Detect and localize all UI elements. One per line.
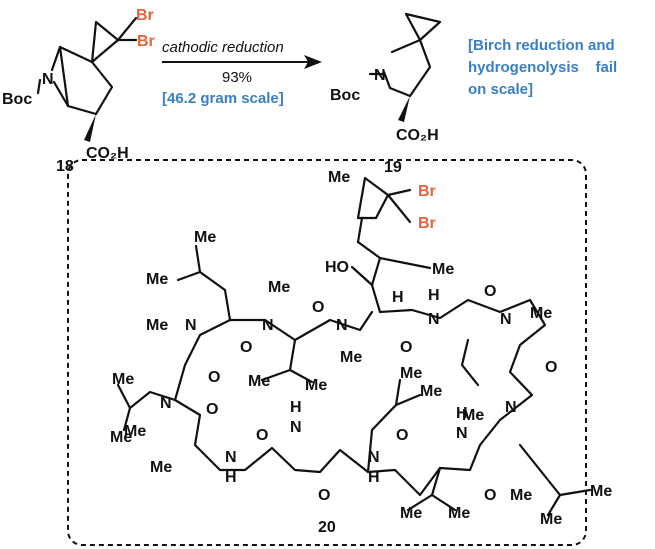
note-line-2: hydrogenolysis fail <box>468 59 617 76</box>
methyl-label: Me <box>305 377 327 394</box>
hydrogen-label: H <box>225 469 237 486</box>
methyl-label: Me <box>530 305 552 322</box>
methyl-label: Me <box>340 349 362 366</box>
methyl-label: Me <box>110 429 132 446</box>
boc-label: Boc <box>2 91 32 108</box>
nitrogen-label: N <box>456 425 468 442</box>
oxygen-label: O <box>318 487 330 504</box>
nitrogen-label: N <box>500 311 512 328</box>
methyl-label: Me <box>146 317 168 334</box>
methyl-label: Me <box>400 505 422 522</box>
hydrogen-label: H <box>428 287 440 304</box>
dashed-frame <box>67 159 587 546</box>
oxygen-label: O <box>312 299 324 316</box>
methyl-label: Me <box>146 271 168 288</box>
nitrogen-label: N <box>225 449 237 466</box>
note-line-1: [Birch reduction and <box>468 37 615 54</box>
nitrogen-label: N <box>160 395 172 412</box>
oxygen-label: O <box>545 359 557 376</box>
hydrogen-label: H <box>290 399 302 416</box>
nitrogen-label: N <box>336 317 348 334</box>
compound-label-18: 18 <box>56 158 74 175</box>
oxygen-label: O <box>256 427 268 444</box>
oxygen-label: O <box>206 401 218 418</box>
yield-text: 93% <box>222 69 252 86</box>
oxygen-label: O <box>400 339 412 356</box>
methyl-label: Me <box>112 371 134 388</box>
methyl-label: Me <box>540 511 562 528</box>
bromine-label-2: Br <box>137 33 155 50</box>
condition-text: cathodic reduction <box>162 39 284 56</box>
oxygen-label: O <box>484 487 496 504</box>
nitrogen-label: N <box>290 419 302 436</box>
methyl-label: Me <box>194 229 216 246</box>
nitrogen-label: N <box>505 399 517 416</box>
methyl-label: Me <box>268 279 290 296</box>
methyl-label: Me <box>432 261 454 278</box>
oxygen-label: O <box>396 427 408 444</box>
oxygen-label: O <box>208 369 220 386</box>
note-block: [Birch reduction and hydrogenolysis fail… <box>468 37 617 98</box>
acid-label: CO₂H <box>86 145 129 162</box>
nitrogen-label: N <box>42 71 54 88</box>
methyl-label: Me <box>400 365 422 382</box>
methyl-label: Me <box>462 407 484 424</box>
methyl-label: Me <box>420 383 442 400</box>
compound-label-20: 20 <box>318 519 336 536</box>
oxygen-label: O <box>240 339 252 356</box>
nitrogen-label: N <box>262 317 274 334</box>
methyl-label: Me <box>590 483 612 500</box>
bromine-label-1: Br <box>136 7 154 24</box>
reaction-arrow-group: cathodic reduction 93% [46.2 gram scale] <box>162 39 322 107</box>
methyl-label: Me <box>328 169 350 186</box>
hydroxyl-label: HO <box>325 259 349 276</box>
nitrogen-label: N <box>428 311 440 328</box>
acid-label-19: CO₂H <box>396 127 439 144</box>
boc-label-19: Boc <box>330 87 360 104</box>
hydrogen-label: H <box>392 289 404 306</box>
bromine-label-20a: Br <box>418 183 436 200</box>
bromine-label-20b: Br <box>418 215 436 232</box>
compound-19: N Boc CO₂H 19 <box>330 12 442 176</box>
arrow-head <box>304 55 322 69</box>
methyl-label: Me <box>510 487 532 504</box>
methyl-label: Me <box>150 459 172 476</box>
compound-label-19: 19 <box>384 159 402 176</box>
methyl-label: Me <box>248 373 270 390</box>
nitrogen-label-19: N <box>374 67 386 84</box>
hydrogen-label: H <box>368 469 380 486</box>
hydrogen-label: H <box>456 405 468 422</box>
oxygen-label: O <box>484 283 496 300</box>
methyl-label: Me <box>124 423 146 440</box>
nitrogen-label: N <box>368 449 380 466</box>
methyl-label: Me <box>448 505 470 522</box>
note-line-3: on scale] <box>468 81 533 98</box>
nitrogen-label: N <box>185 317 197 334</box>
compound-18: Br Br N Boc CO₂H 18 <box>2 7 155 175</box>
scale-text: [46.2 gram scale] <box>162 90 284 107</box>
compound-20: Me Br Br Me HO O O O O O O O O <box>110 169 612 536</box>
